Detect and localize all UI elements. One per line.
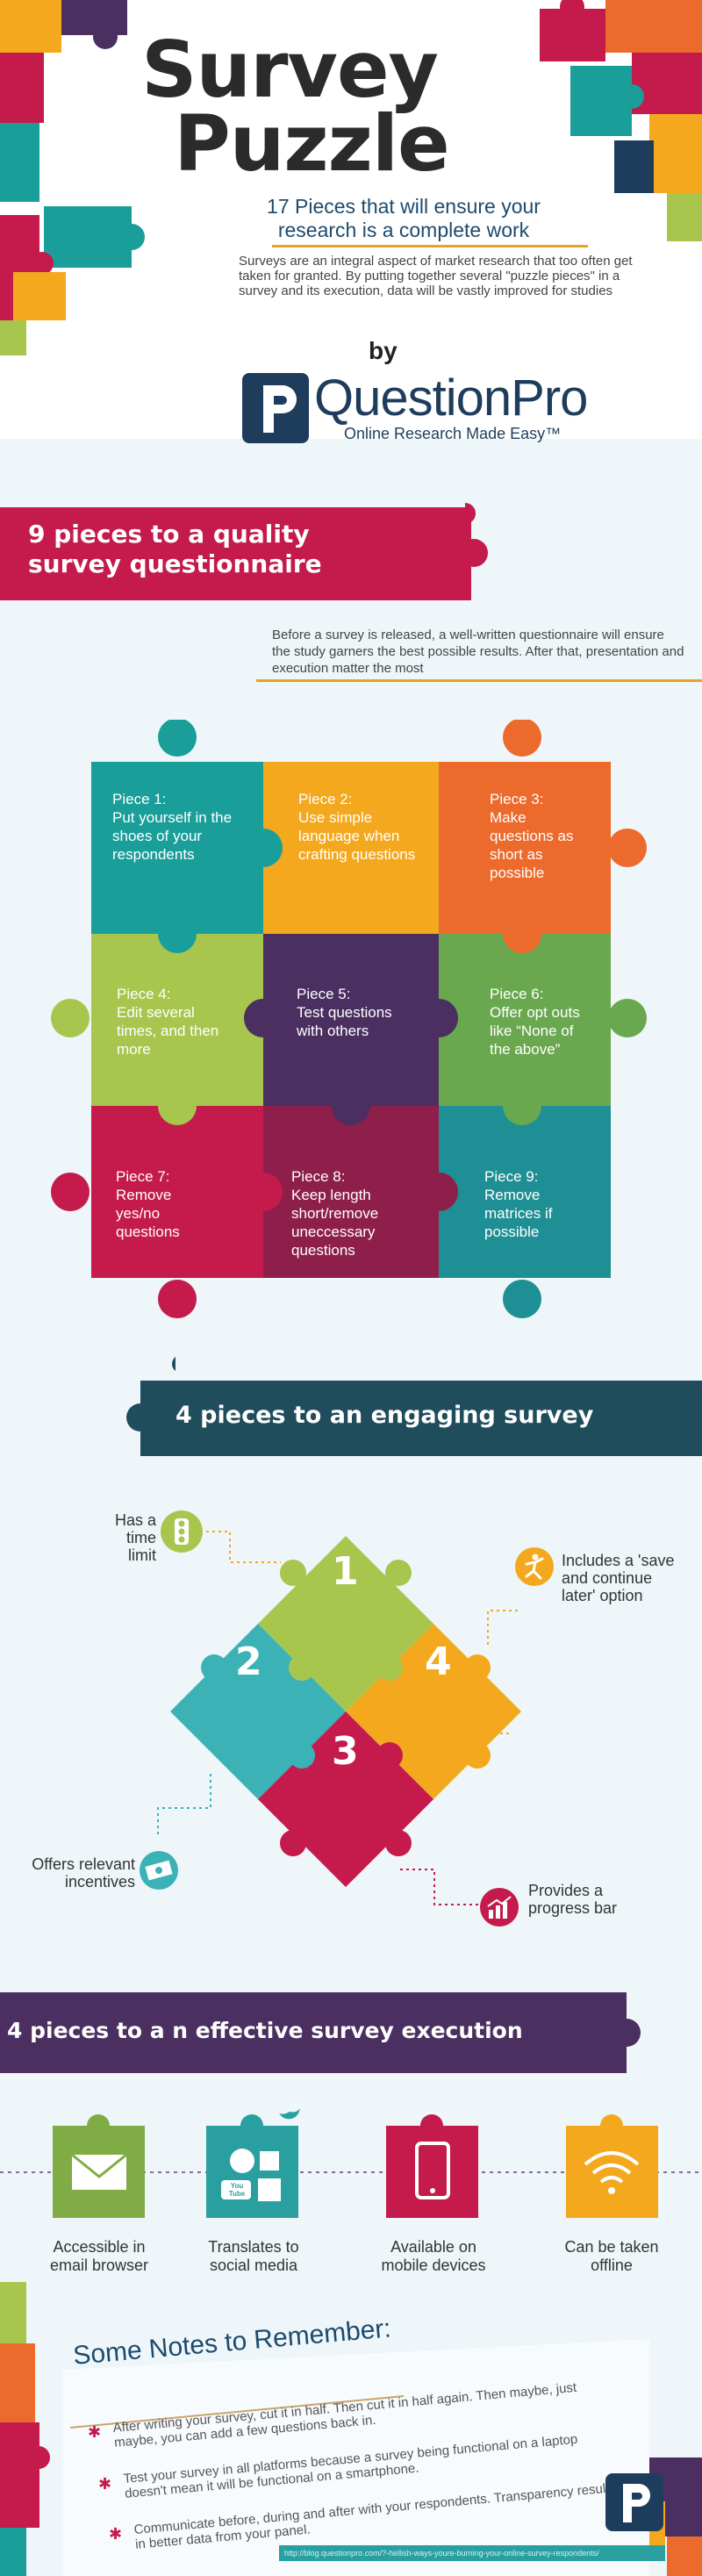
piece-5-body: Test questions with others xyxy=(297,1004,392,1039)
section3-title: 4 pieces to a n effective survey executi… xyxy=(7,2018,523,2043)
diamond-number-3: 3 xyxy=(332,1729,359,1774)
piece-3-body: Make questions as short as possible xyxy=(490,809,574,881)
section1-title: 9 pieces to a quality survey questionnai… xyxy=(28,520,449,579)
callout-incentives: Offers relevant incentives xyxy=(32,1855,135,1891)
piece-5-label: Piece 5: xyxy=(297,986,351,1002)
diamond-number-1: 1 xyxy=(332,1549,359,1594)
exec-label-email: Accessible in email browser xyxy=(49,2238,149,2274)
puzzle-piece-7 xyxy=(91,1106,263,1278)
exec-label-social: Translates to social media xyxy=(208,2238,299,2274)
header-puzzle-decoration xyxy=(0,0,702,355)
intro-text: Surveys are an integral aspect of market… xyxy=(239,254,633,298)
puzzle-piece-2 xyxy=(263,762,439,934)
progress-chart-icon xyxy=(480,1888,519,1927)
questionpro-mark-glyph xyxy=(263,385,297,433)
callout-progress: Provides a progress bar xyxy=(528,1882,618,1917)
piece-7-body: Remove yes/no questions xyxy=(116,1187,180,1240)
piece-4-body: Edit several times, and then more xyxy=(117,1004,219,1058)
wifi-icon xyxy=(566,2114,658,2218)
section3-banner-knob xyxy=(614,2019,641,2047)
piece-6-text: Piece 6: Offer opt outs like “None of th… xyxy=(490,985,586,1058)
puzzle-piece-9 xyxy=(439,1106,611,1278)
piece-1-label: Piece 1: xyxy=(112,791,167,807)
questionpro-logo-word: QuestionPro xyxy=(314,370,588,427)
piece-9-label: Piece 9: xyxy=(484,1168,539,1185)
youtube-badge: You Tube xyxy=(228,2182,246,2198)
main-title-line2: Puzzle xyxy=(174,98,449,189)
subtitle-line2: research is a complete work xyxy=(277,219,530,241)
main-title: Survey Puzzle xyxy=(105,25,474,189)
piece-4-label: Piece 4: xyxy=(117,986,171,1002)
section3-banner xyxy=(0,1992,627,2073)
title-divider xyxy=(272,245,588,248)
mobile-phone-icon xyxy=(386,2114,478,2218)
piece-3-label: Piece 3: xyxy=(490,791,544,807)
piece-7-text: Piece 7: Remove yes/no questions xyxy=(116,1167,204,1241)
subtitle: 17 Pieces that will ensure your research… xyxy=(219,195,588,242)
diamond-number-2: 2 xyxy=(235,1640,262,1684)
puzzle-grid xyxy=(51,720,647,1318)
section2-banner-knobs xyxy=(126,1357,176,1432)
piece-2-text: Piece 2: Use simple language when crafti… xyxy=(298,790,421,864)
header: Survey Puzzle 17 Pieces that will ensure… xyxy=(0,0,702,439)
main-title-line1: Survey xyxy=(141,25,439,115)
section2-title: 4 pieces to an engaging survey xyxy=(176,1402,594,1429)
footer-source-link[interactable]: http://blog.questionpro.com/?-hellish-wa… xyxy=(279,2545,665,2561)
execution-icons-row xyxy=(0,2108,702,2218)
section1-intro: Before a survey is released, a well-writ… xyxy=(272,628,684,676)
piece-3-text: Piece 3: Make questions as short as poss… xyxy=(490,790,586,882)
running-person-icon xyxy=(515,1547,554,1586)
puzzle-piece-5 xyxy=(263,934,439,1106)
piece-1-body: Put yourself in the shoes of your respon… xyxy=(112,809,233,863)
section1-title-line2: survey questionnaire xyxy=(28,549,322,578)
engaging-survey-diamond xyxy=(170,1536,521,1887)
traffic-light-icon xyxy=(161,1510,203,1553)
callout-save-continue: Includes a 'save and continue later' opt… xyxy=(562,1552,675,1604)
piece-5-text: Piece 5: Test questions with others xyxy=(297,985,419,1040)
puzzle-piece-1 xyxy=(91,762,263,934)
section1-banner-knobs xyxy=(465,503,488,567)
note-bullet-icon: ✱ xyxy=(98,2475,112,2493)
questionpro-footer-logo-icon xyxy=(605,2473,663,2531)
puzzle-piece-4 xyxy=(91,934,263,1106)
envelope-icon xyxy=(53,2114,145,2218)
piece-2-label: Piece 2: xyxy=(298,791,353,807)
piece-4-text: Piece 4: Edit several times, and then mo… xyxy=(117,985,222,1058)
section2-banner xyxy=(140,1381,702,1456)
exec-label-offline: Can be taken offline xyxy=(564,2238,659,2274)
piece-7-label: Piece 7: xyxy=(116,1168,170,1185)
piece-9-body: Remove matrices if possible xyxy=(484,1187,553,1240)
piece-8-text: Piece 8: Keep length short/remove unecce… xyxy=(291,1167,414,1259)
diamond-number-4: 4 xyxy=(425,1640,452,1684)
puzzle-piece-6 xyxy=(439,934,611,1106)
social-media-icon xyxy=(206,2108,300,2218)
section1-divider xyxy=(256,679,702,682)
puzzle-piece-8 xyxy=(263,1106,439,1278)
subtitle-line1: 17 Pieces that will ensure your xyxy=(267,195,541,218)
section1-banner xyxy=(0,507,471,600)
questionpro-logo-icon xyxy=(242,373,309,443)
piece-2-body: Use simple language when crafting questi… xyxy=(298,809,416,863)
note-bullet-icon: ✱ xyxy=(88,2423,102,2441)
section1-title-line1: 9 pieces to a quality xyxy=(28,520,310,549)
money-icon xyxy=(140,1851,178,1890)
piece-9-text: Piece 9: Remove matrices if possible xyxy=(484,1167,581,1241)
by-label: by xyxy=(369,337,398,364)
callout-connectors xyxy=(157,1531,518,1905)
exec-label-mobile: Available on mobile devices xyxy=(381,2238,486,2274)
puzzle-piece-3 xyxy=(439,762,611,934)
piece-8-label: Piece 8: xyxy=(291,1168,346,1185)
piece-1-text: Piece 1: Put yourself in the shoes of yo… xyxy=(112,790,244,864)
piece-8-body: Keep length short/remove uneccessary que… xyxy=(291,1187,379,1259)
note-bullet-icon: ✱ xyxy=(109,2525,123,2543)
questionpro-tagline: Online Research Made Easy™ xyxy=(344,425,562,442)
piece-6-body: Offer opt outs like “None of the above” xyxy=(490,1004,580,1058)
piece-6-label: Piece 6: xyxy=(490,986,544,1002)
callout-time-limit: Has a time limit xyxy=(114,1511,156,1564)
